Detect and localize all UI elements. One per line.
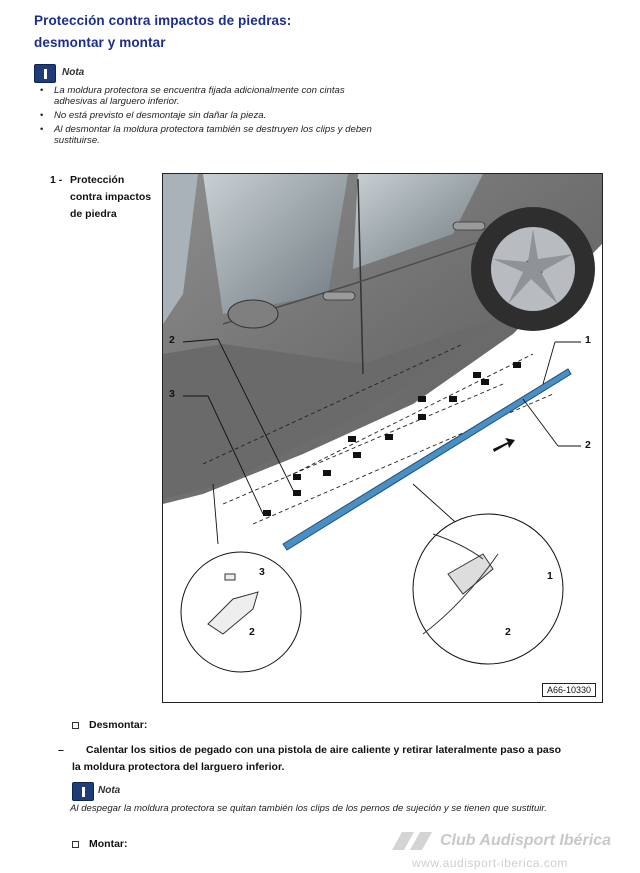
callout-2-detail-right: 2 — [505, 626, 511, 638]
windshield — [163, 174, 198, 324]
remove-step: Desmontar: — [72, 719, 147, 731]
figure-code: A66-10330 — [541, 683, 596, 697]
mirror — [227, 299, 279, 329]
note-label: Nota — [98, 785, 121, 796]
item-1-label: 1 - Protección contra impactos de piedra — [50, 172, 160, 223]
callout-3-detail: 3 — [259, 566, 265, 578]
protective-molding — [282, 368, 572, 551]
note-item: No está previsto el desmontaje sin dañar… — [38, 110, 388, 121]
checkbox-icon — [72, 840, 79, 848]
info-book-icon — [72, 782, 94, 801]
watermark-title: Club Audisport Ibérica — [440, 832, 611, 849]
callout-2-top: 2 — [169, 334, 175, 346]
callout-1-detail: 1 — [547, 570, 553, 582]
watermark-logo-icon — [392, 832, 432, 850]
remove-label: Desmontar: — [89, 719, 148, 731]
front-window — [203, 174, 348, 314]
info-book-icon — [34, 64, 56, 83]
page-title: Protección contra impactos de piedras: d… — [34, 10, 291, 54]
callout-2-detail: 2 — [249, 626, 255, 638]
title-line-2: desmontar y montar — [34, 35, 166, 50]
remove-instruction: – Calentar los sitios de pegado con una … — [58, 744, 561, 773]
rear-window — [353, 174, 483, 269]
note-label: Nota — [62, 67, 85, 78]
checkbox-icon — [72, 721, 79, 729]
note-list: La moldura protectora se encuentra fijad… — [38, 85, 388, 149]
callout-1-right: 1 — [585, 334, 591, 346]
install-step: Montar: — [72, 838, 128, 850]
car-door-lower — [163, 304, 523, 499]
note-item: Al desmontar la moldura protectora tambi… — [38, 124, 388, 146]
note2-text: Al despegar la moldura protectora se qui… — [70, 803, 547, 814]
callout-3-left: 3 — [169, 388, 175, 400]
install-label: Montar: — [89, 838, 128, 850]
car-figure: A66-10330 2 3 1 2 3 2 1 2 — [162, 173, 603, 703]
watermark-url: www.audisport-iberica.com — [412, 856, 568, 870]
car-illustration — [163, 174, 602, 673]
item-number: 1 - — [50, 174, 63, 186]
callout-2-right: 2 — [585, 439, 591, 451]
remove-instruction-text: Calentar los sitios de pegado con una pi… — [72, 744, 561, 773]
item-text: Protección contra impactos de piedra — [70, 174, 152, 220]
detail-circle-right — [412, 513, 564, 665]
title-line-1: Protección contra impactos de piedras: — [34, 13, 292, 28]
note-item: La moldura protectora se encuentra fijad… — [38, 85, 388, 107]
